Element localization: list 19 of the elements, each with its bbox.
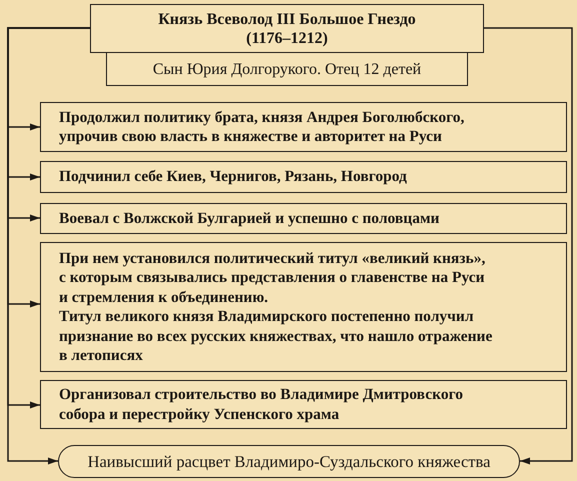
fact-text: Продолжил политику брата, князя Андрея Боголюбского, упрочив свою власть в княжестве и авторитет на Руси bbox=[59, 108, 466, 146]
fact-text: Подчинил себе Киев, Чернигов, Рязань, Новгород bbox=[59, 167, 407, 187]
date-text: (1176–1212) bbox=[246, 28, 328, 48]
fact-text: Организовал строительство во Владимире Дмитровского собора и перестройку Успенского храма bbox=[59, 385, 464, 424]
fact-box bbox=[40, 380, 567, 429]
heading-text: Князь Всеволод III Большое Гнездо bbox=[158, 10, 416, 28]
result-box bbox=[58, 445, 520, 478]
fact-text: Воевал с Волжской Булгарией и успешно с половцами bbox=[59, 208, 440, 228]
fact-text: Титул великого князя Владимирского постепенно получил признание во всех русских княжествах, что нашло отражение в летописях bbox=[59, 307, 494, 366]
result-text: Наивысший расцвет Владимиро-Суздальского княжества bbox=[88, 452, 490, 472]
title-box bbox=[90, 4, 484, 53]
fact-box bbox=[40, 242, 567, 372]
info-box bbox=[106, 53, 468, 86]
fact-box bbox=[40, 161, 567, 193]
fact-text: При нем установился политический титул «великий князь», с которым связывались представления о главенстве на Руси и стремления к объединению. bbox=[59, 248, 486, 307]
connector-arrow bbox=[484, 27, 573, 464]
fact-box bbox=[40, 102, 567, 152]
subtitle-text: Сын Юрия Долгорукого. Отец 12 детей bbox=[152, 60, 422, 78]
fact-box bbox=[40, 203, 567, 234]
